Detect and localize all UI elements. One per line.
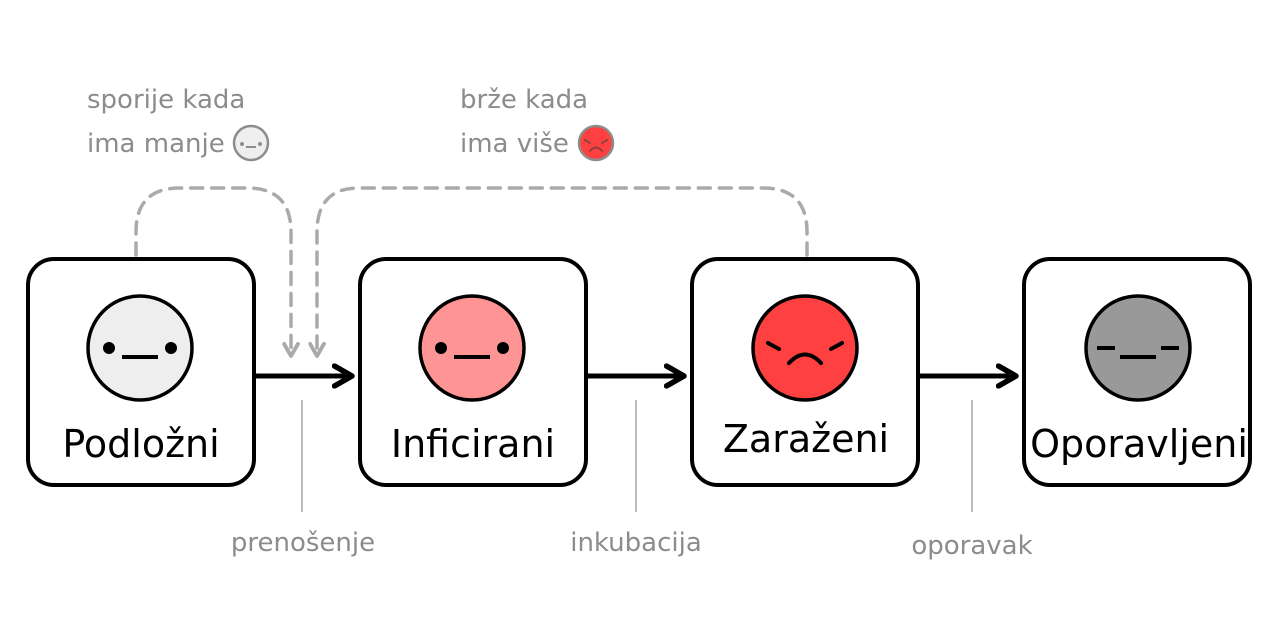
state-box-susceptible: Podložni: [26, 257, 256, 487]
note-slower-line2: ima manje: [87, 129, 225, 159]
state-box-recovered: Oporavljeni: [1022, 257, 1252, 487]
neutral-face-icon: [418, 294, 526, 402]
feedback-arrow-infected: [317, 186, 809, 356]
transition-labels: prenošenje inkubacija oporavak: [231, 400, 1033, 561]
note-slower-line1: sporije kada: [87, 85, 245, 115]
state-label-sick: Zaraženi: [723, 417, 889, 461]
state-label-recovered: Oporavljeni: [1030, 422, 1248, 466]
state-label-susceptible: Podložni: [62, 422, 219, 466]
state-box-infected: Inficirani: [358, 257, 588, 487]
transition-label-oporavak: oporavak: [911, 531, 1032, 561]
state-label-infected: Inficirani: [391, 422, 555, 466]
transition-label-prenosenje: prenošenje: [231, 528, 375, 558]
dashed-face-icon: [1084, 294, 1192, 402]
neutral-face-icon: [86, 294, 194, 402]
transition-label-inkubacija: inkubacija: [570, 528, 702, 558]
note-faster-line2: ima više: [460, 129, 569, 159]
state-box-sick: Zaraženi: [690, 257, 920, 487]
feedback-arrow-susceptible: [134, 186, 291, 356]
feedback-arrows: [134, 186, 809, 356]
note-neutral-face-icon: [232, 124, 270, 162]
note-sad-face-icon: [577, 124, 615, 162]
note-faster-line1: brže kada: [460, 85, 588, 115]
note-slower: sporije kada ima manje: [87, 85, 270, 162]
sad-face-icon: [751, 294, 859, 402]
note-faster: brže kada ima više: [460, 85, 615, 162]
